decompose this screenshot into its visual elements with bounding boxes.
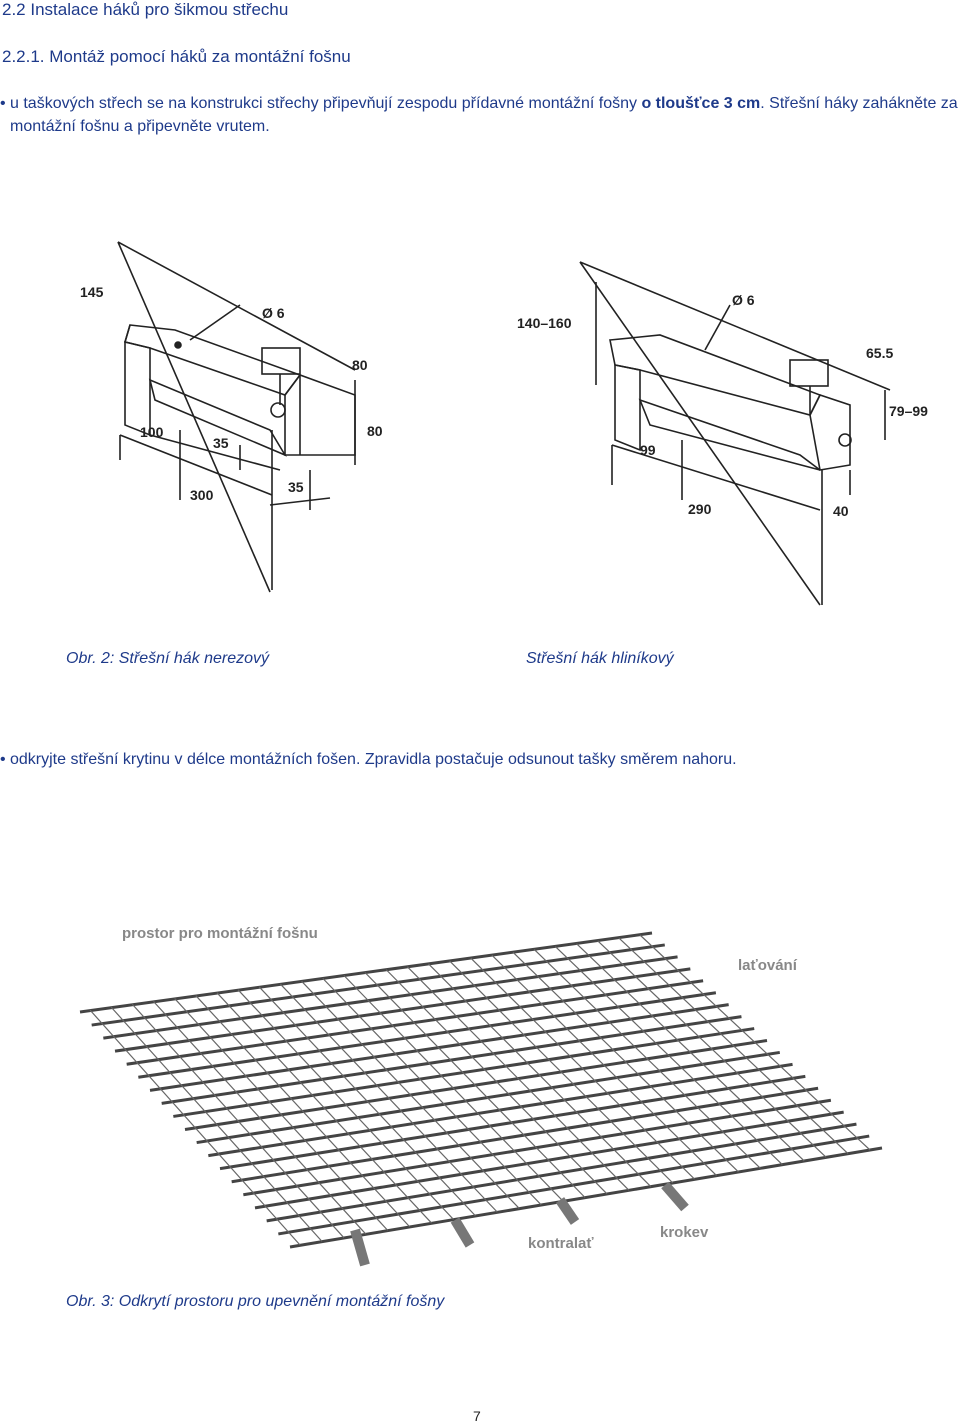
dim-140-160-label: 140–160 [517, 315, 572, 331]
label-counter-batten: kontralať [528, 1235, 594, 1252]
batten [254, 1110, 844, 1210]
page-number: 7 [473, 1408, 481, 1424]
dim-65-5-label: 65.5 [866, 345, 893, 361]
caption-uncover-figure: Obr. 3: Odkrytí prostoru pro upevnění mo… [66, 1293, 445, 1310]
rafter-line [385, 969, 608, 1195]
rafter-line [174, 998, 389, 1231]
rafter-line [237, 989, 454, 1220]
rafter-line [301, 980, 520, 1209]
dim-300-label: 300 [190, 487, 214, 503]
rafter-line [131, 1003, 345, 1239]
rafter-line [533, 948, 761, 1169]
rafter-line [258, 986, 476, 1217]
dim-40-label: 40 [833, 503, 849, 519]
rafter-line [449, 960, 674, 1184]
paragraph-text-part: u taškových střech se na konstrukci stře… [10, 95, 642, 112]
paragraph-uncover: • odkryjte střešní krytinu v délce montá… [0, 748, 958, 771]
paragraph-mounting-boards: • u taškových střech se na konstrukci st… [0, 92, 958, 138]
paragraph-text: u taškových střech se na konstrukci stře… [0, 92, 958, 138]
batten-grid [79, 931, 883, 1267]
rafter-line [322, 977, 542, 1206]
rafter-line [89, 1009, 301, 1246]
subsection-title: 2.2.1. Montáž pomocí háků za montážní fo… [2, 47, 351, 66]
bullet: • [0, 95, 6, 112]
figure-roof-battens: prostor pro montážní fošnu laťování krok… [79, 925, 883, 1267]
aluminium-hook-drawing [579, 261, 891, 606]
counter-batten [350, 1228, 370, 1267]
dim-99-label: 99 [640, 442, 656, 458]
section-title: 2.2 Instalace háků pro šikmou střechu [2, 0, 289, 19]
label-battens: laťování [738, 957, 798, 974]
stainless-hook-drawing [117, 241, 356, 593]
batten [289, 1146, 883, 1249]
paragraph-text: odkryjte střešní krytinu v délce montážn… [10, 751, 737, 768]
rafter-line [406, 966, 630, 1191]
rafter-line [639, 934, 871, 1151]
rafter-line [491, 954, 717, 1177]
rafter-line [195, 995, 411, 1228]
bullet: • [0, 751, 6, 768]
dim-35-top-label: 35 [213, 435, 229, 451]
rafter-line [576, 943, 805, 1162]
dim-diameter-right-label: Ø 6 [732, 292, 755, 308]
dim-290-label: 290 [688, 501, 712, 517]
rafter-line [554, 946, 783, 1166]
batten [243, 1098, 832, 1197]
dim-80-side-label: 80 [367, 423, 383, 439]
paragraph-bold-thickness: o tloušťce 3 cm [641, 95, 761, 112]
label-space-for-board: prostor pro montážní fošnu [122, 925, 318, 942]
counter-batten [661, 1181, 689, 1212]
caption-stainless-hook: Obr. 2: Střešní hák nerezový [66, 650, 270, 667]
rafter-line [110, 1006, 323, 1242]
rafter-line [279, 983, 498, 1213]
rafter-line [216, 992, 432, 1224]
rafter-line [597, 940, 827, 1158]
dim-35-bottom-label: 35 [288, 479, 304, 495]
counter-batten [555, 1197, 580, 1225]
paragraph-text-part: . Střešní háky zahákněte za montážní foš… [10, 95, 958, 135]
rafter-line [428, 963, 652, 1187]
rafter-line [364, 972, 586, 1198]
rafter-line [153, 1000, 367, 1235]
dim-145-label: 145 [80, 284, 104, 300]
rafter-line [618, 937, 849, 1155]
rafter-line [343, 974, 564, 1202]
rafter-line [512, 951, 739, 1173]
label-rafter: krokev [660, 1224, 709, 1241]
counter-batten [450, 1217, 475, 1248]
dim-100-label: 100 [140, 424, 164, 440]
batten [196, 1050, 781, 1145]
batten [278, 1134, 870, 1236]
dim-80-top-label: 80 [352, 357, 368, 373]
dim-diameter-left-label: Ø 6 [262, 305, 285, 321]
caption-aluminium-hook: Střešní hák hliníkový [526, 650, 674, 667]
figure-roof-hooks: 145 Ø 6 80 80 100 35 300 35 140–160 Ø 6 … [80, 241, 928, 606]
dim-79-99-label: 79–99 [889, 403, 928, 419]
rafter-line [470, 957, 696, 1180]
batten [184, 1039, 768, 1131]
